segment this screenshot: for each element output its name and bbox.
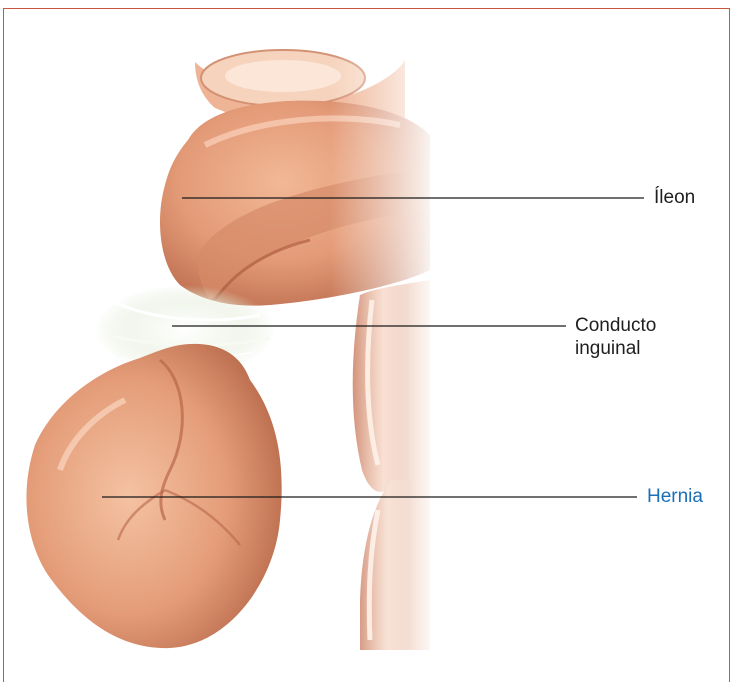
conducto-label-line2: inguinal [575, 337, 656, 360]
conducto-inguinal-label: Conducto inguinal [575, 314, 656, 360]
hernia-sac [26, 344, 281, 648]
hernia-label: Hernia [647, 485, 703, 508]
conducto-label-line1: Conducto [575, 314, 656, 337]
ileon-label: Íleon [654, 186, 695, 209]
